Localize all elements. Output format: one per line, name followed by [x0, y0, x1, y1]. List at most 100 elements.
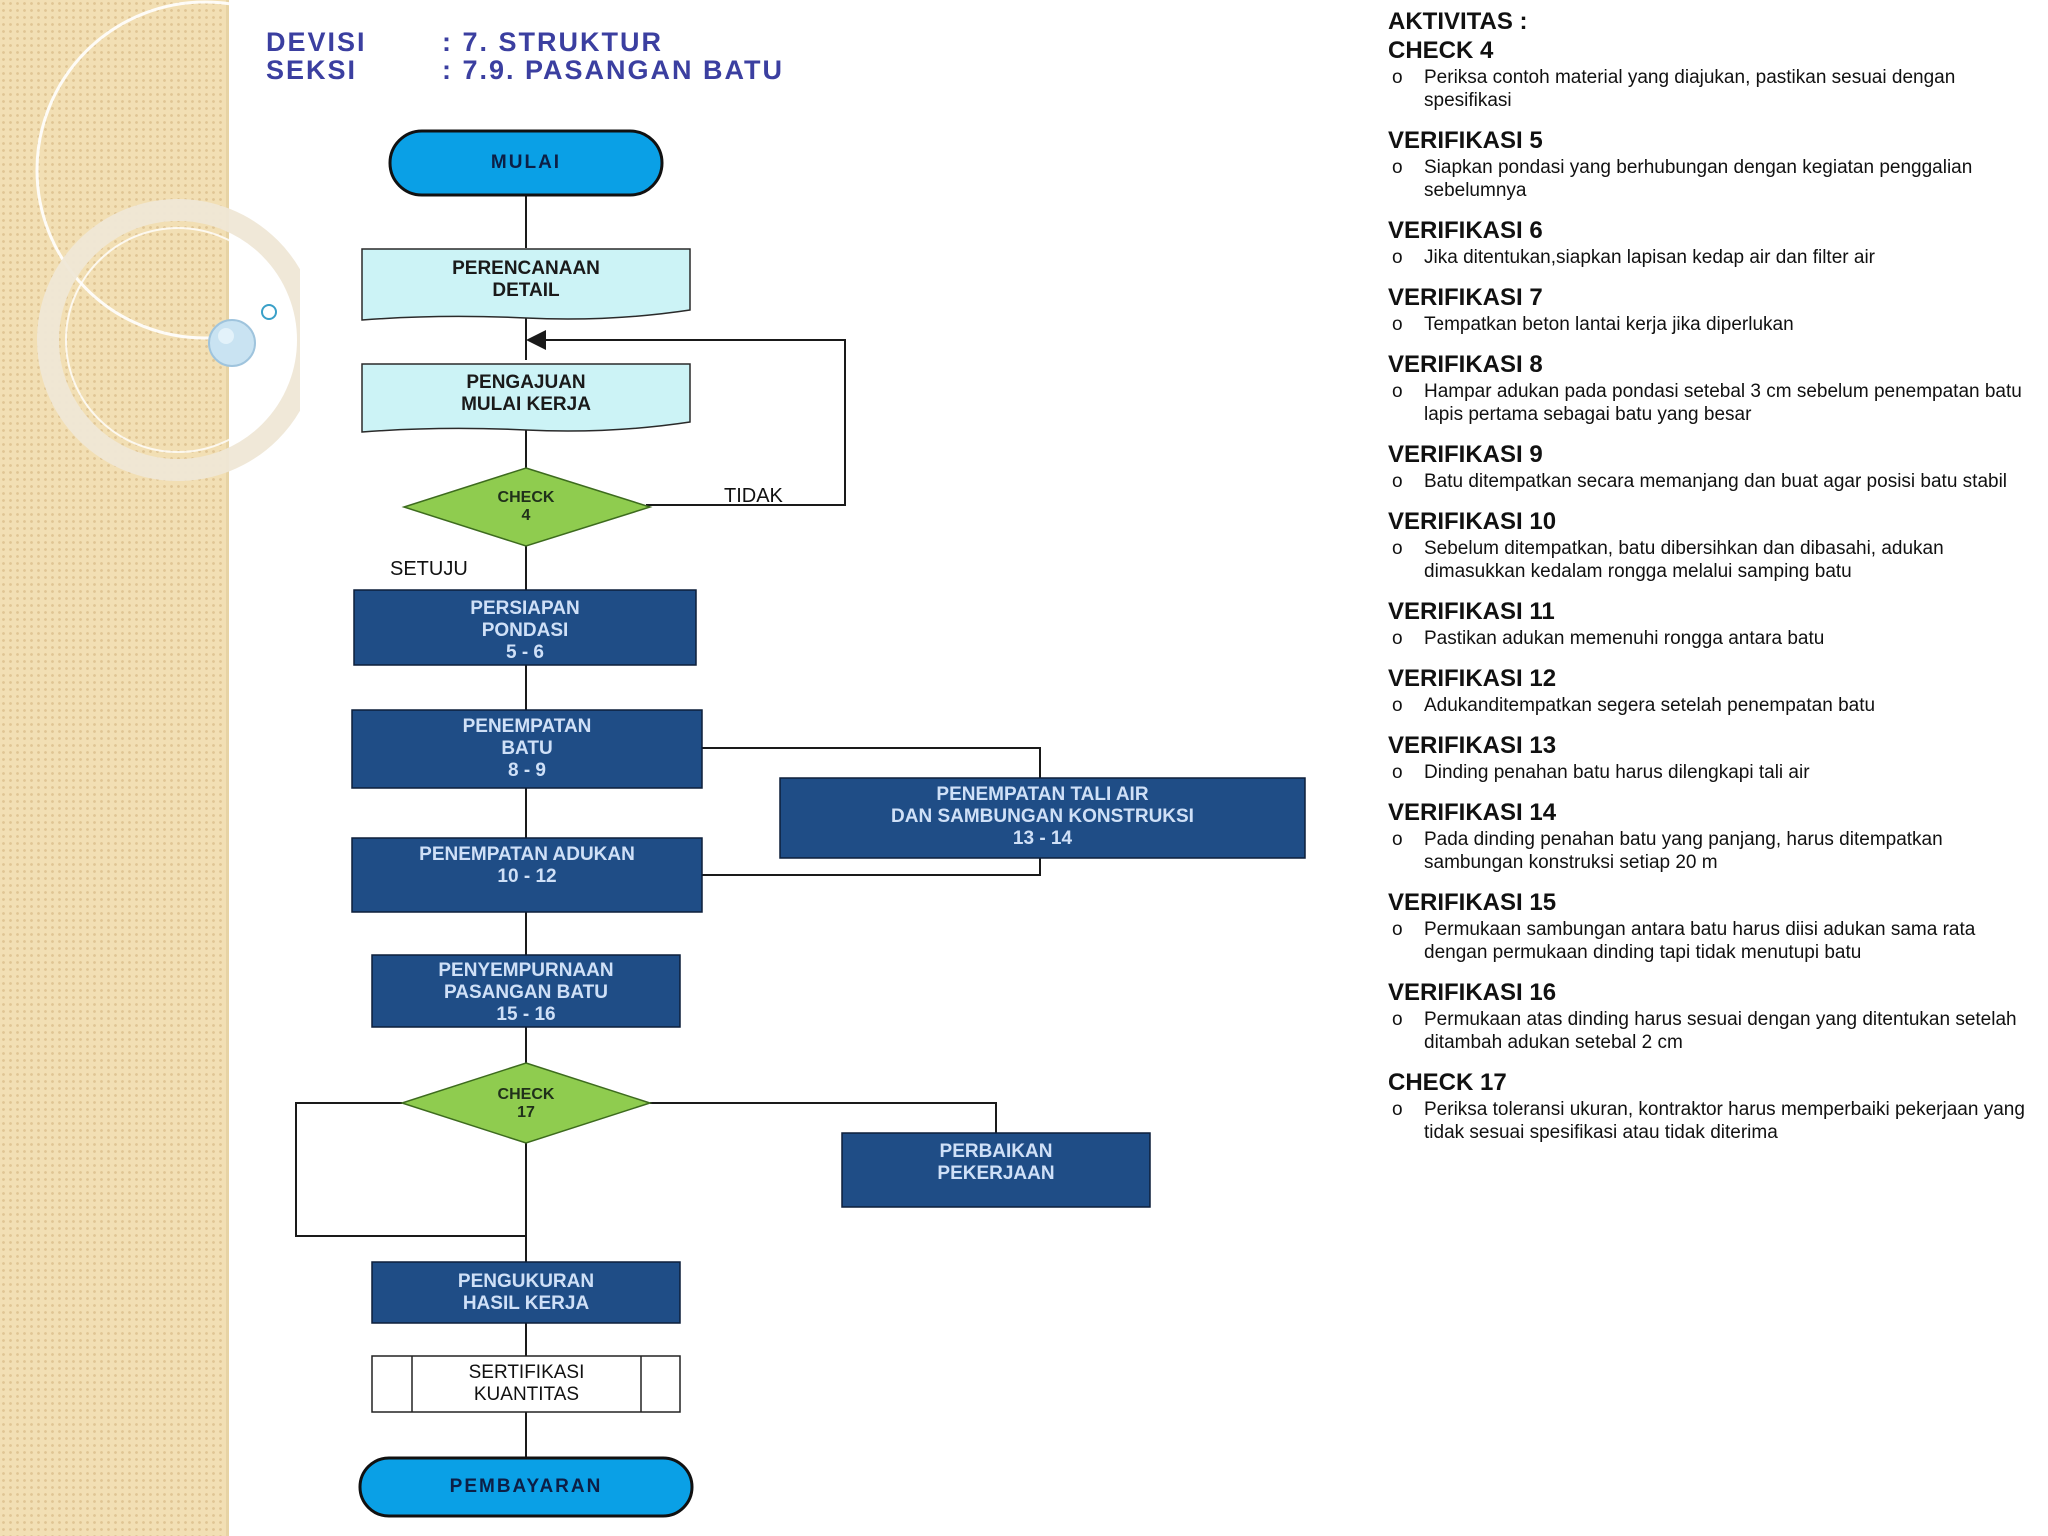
note-heading: VERIFIKASI 14	[1388, 799, 1557, 826]
node-penempatan-batu: PENEMPATAN BATU 8 - 9	[462, 716, 592, 781]
node-pembayaran-shape	[358, 1456, 694, 1518]
node-perbaikan-shape	[841, 1132, 1151, 1208]
note-item-text: Pastikan adukan memenuhi rongga antara b…	[1424, 628, 1825, 649]
edge-batu-taliair	[700, 747, 1041, 778]
seksi-value: : 7.9. PASANGAN BATU	[442, 55, 785, 85]
node-pengajuan: PENGAJUAN MULAI KERJA	[461, 372, 591, 415]
node-perencanaan: PERENCANAAN DETAIL	[452, 258, 600, 301]
note-item: o Batu ditempatkan secara memanjang dan b…	[1388, 470, 2028, 493]
ring-thick	[37, 199, 300, 481]
node-persiapan: PERSIAPAN PONDASI 5 - 6	[470, 598, 580, 663]
node-pembayaran: PEMBAYARAN	[449, 1476, 603, 1497]
note-heading: VERIFIKASI 12	[1388, 665, 1557, 692]
node-persiapan-shape	[353, 589, 697, 666]
circle-bullet-icon: o	[1392, 628, 1403, 649]
circle-bullet-icon: o	[1392, 381, 1403, 402]
circle-bullet-icon: o	[1392, 695, 1403, 716]
circle-bullet-icon: o	[1392, 829, 1403, 850]
circle-bullet-icon: o	[1392, 538, 1403, 559]
circle-bullet-icon: o	[1392, 67, 1403, 88]
note-item: o Dinding penahan batu harus dilengkapi t…	[1388, 761, 2028, 784]
devisi-label: DEVISI	[266, 27, 367, 57]
decorative-side-strip	[0, 0, 228, 1536]
note-section: VERIFIKASI 11 o Pastikan adukan memenuhi r…	[1388, 597, 2028, 650]
decorative-rings	[35, 0, 300, 481]
node-perencanaan-shape	[361, 248, 691, 321]
flowchart-diagram	[295, 129, 1306, 1518]
note-item-text: Permukaan atas dinding harus sesuai deng…	[1424, 1009, 2017, 1053]
note-item-text: Jika ditentukan,siapkan lapisan kedap ai…	[1424, 247, 1875, 268]
node-tali-air-shape	[779, 777, 1306, 859]
note-heading: VERIFIKASI 15	[1388, 889, 1557, 916]
node-check17-shape	[399, 1062, 653, 1144]
note-section: VERIFIKASI 5 o Siapkan pondasi yang berhub…	[1388, 126, 2028, 202]
note-heading: VERIFIKASI 16	[1388, 979, 1557, 1006]
note-heading: VERIFIKASI 9	[1388, 441, 1543, 468]
note-item: o Adukanditempatkan segera setelah penemp…	[1388, 694, 2028, 717]
note-heading: VERIFIKASI 10	[1388, 508, 1557, 535]
note-heading: VERIFIKASI 13	[1388, 732, 1557, 759]
edge-taliair-adukan	[700, 858, 1041, 876]
note-section: VERIFIKASI 8 o Hampar adukan pada pondasi …	[1388, 350, 2028, 426]
circle-bullet-icon: o	[1392, 157, 1403, 178]
note-item-text: Periksa toleransi ukuran, kontraktor har…	[1424, 1099, 2025, 1143]
node-perbaikan: PERBAIKAN PEKERJAAN	[937, 1141, 1055, 1184]
note-heading: VERIFIKASI 6	[1388, 217, 1543, 244]
edge-check4-tidak-loop	[526, 330, 846, 506]
note-item-text: Batu ditempatkan secara memanjang dan bu…	[1424, 471, 2008, 492]
slide-header: DEVISI : 7. STRUKTUR SEKSI : 7.9. PASANG…	[266, 28, 784, 84]
note-item: o Pastikan adukan memenuhi rongga antara …	[1388, 627, 2028, 650]
bubble-shine	[218, 328, 234, 344]
note-heading: CHECK 17	[1388, 1069, 1507, 1096]
seksi-label: SEKSI	[266, 55, 358, 85]
note-heading: VERIFIKASI 8	[1388, 351, 1543, 378]
node-check17: CHECK 17	[497, 1086, 555, 1121]
node-tali-air: PENEMPATAN TALI AIR DAN SAMBUNGAN KONSTR…	[891, 784, 1194, 849]
node-sertifikasi-shape	[371, 1355, 681, 1413]
note-item-text: Dinding penahan batu harus dilengkapi ta…	[1424, 762, 1810, 783]
label-tidak: TIDAK	[724, 485, 783, 507]
note-item: o Permukaan atas dinding harus sesuai den…	[1388, 1008, 2028, 1054]
node-pengajuan-shape	[361, 363, 691, 433]
node-penyempurnaan: PENYEMPURNAAN PASANGAN BATU 15 - 16	[438, 960, 614, 1025]
node-adukan: PENEMPATAN ADUKAN 10 - 12	[419, 844, 635, 887]
note-item-text: Siapkan pondasi yang berhubungan dengan …	[1424, 157, 1973, 201]
note-section: VERIFIKASI 12 o Adukanditempatkan segera s…	[1388, 664, 2028, 717]
edge-check17-bypass	[295, 1102, 526, 1237]
circle-bullet-icon: o	[1392, 919, 1403, 940]
bubble-small	[261, 304, 277, 320]
note-heading: CHECK 4	[1388, 37, 1494, 64]
note-item-text: Adukanditempatkan segera setelah penempa…	[1424, 695, 1876, 716]
node-penempatan-batu-shape	[351, 709, 703, 789]
node-check4: CHECK 4	[497, 489, 555, 524]
node-pengukuran: PENGUKURAN HASIL KERJA	[457, 1270, 595, 1314]
note-heading: VERIFIKASI 5	[1388, 127, 1543, 154]
circle-bullet-icon: o	[1392, 471, 1403, 492]
ring-inner	[65, 227, 291, 453]
node-check4-shape	[401, 467, 653, 547]
note-heading: VERIFIKASI 11	[1388, 598, 1555, 625]
note-item: o Hampar adukan pada pondasi setebal 3 cm…	[1388, 380, 2028, 426]
circle-bullet-icon: o	[1392, 1009, 1403, 1030]
note-section: VERIFIKASI 16 o Permukaan atas dinding har…	[1388, 978, 2028, 1054]
node-adukan-shape	[351, 837, 703, 913]
ring-large	[35, 0, 300, 340]
devisi-value: : 7. STRUKTUR	[442, 27, 663, 57]
note-item-text: Hampar adukan pada pondasi setebal 3 cm …	[1424, 381, 2022, 425]
node-pengukuran-shape	[371, 1261, 681, 1324]
circle-bullet-icon: o	[1392, 762, 1403, 783]
node-sertifikasi: SERTIFIKASI KUANTITAS	[468, 1362, 585, 1405]
node-mulai-shape	[388, 129, 664, 197]
